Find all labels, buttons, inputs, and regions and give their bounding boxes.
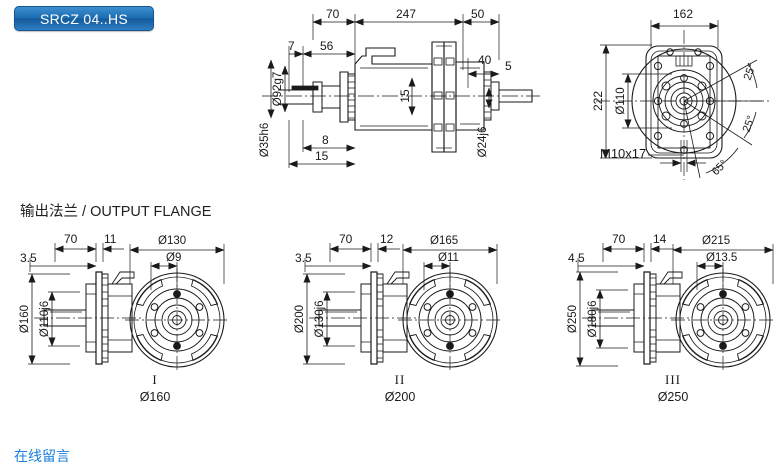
dim-thread-m10x17: M10x17 [600,146,646,161]
f3-hole-13-5: Ø13.5 [706,252,737,264]
f2-bolt-circle-165: Ø165 [430,235,458,247]
flange-caption-2: II Ø200 [340,371,460,405]
front-elevation-view: 162 222 Ø110 [591,7,772,180]
f1-dim-3-5: 3.5 [20,251,37,265]
f3-spigot-180j6: Ø180j6 [587,300,599,337]
dim-bot-8: 8 [322,133,329,147]
f2-hole-11: Ø11 [438,252,459,264]
main-side-elevation: 70 247 50 7 56 40 5 [259,7,540,168]
flange-caption-3: III Ø250 [613,371,733,405]
dim-shaft-35h6: Ø35h6 [259,123,271,158]
flange-dia-2: Ø200 [384,389,416,404]
page-title-badge: SRCZ 04..HS [14,6,154,31]
dim-front-162: 162 [673,7,693,21]
f1-spigot-110j6: Ø110j6 [39,301,51,337]
flange-roman-1: I [152,372,158,387]
dim-shaft-24j6: Ø24j6 [477,127,489,158]
f2-dim-70: 70 [339,232,353,246]
flange-variant-1: 70 11 3.5 Ø160 Ø110j6 [19,232,230,373]
dim-40: 40 [478,53,492,67]
angle-65: 65° [710,158,730,178]
angle-25-b: 25° [741,114,758,134]
flange-roman-3: III [665,372,681,387]
dim-top-247: 247 [396,7,416,21]
dim-7: 7 [288,39,295,53]
f2-dim-3-5: 3.5 [295,251,312,265]
f1-dim-70: 70 [64,232,78,246]
dim-top-70: 70 [326,7,340,21]
dim-top-50: 50 [471,7,485,21]
f1-hole-9: Ø9 [166,252,181,264]
dim-5: 5 [505,59,512,73]
f3-od-250: Ø250 [567,305,579,333]
f1-dim-11: 11 [104,232,117,246]
dim-bot-15: 15 [315,149,329,163]
dim-inner-15: 15 [398,89,412,103]
dim-bore-92g7: Ø92g7 [272,72,284,107]
f2-dim-12: 12 [380,232,394,246]
f1-od-160: Ø160 [19,305,31,333]
f3-dim-70: 70 [612,232,626,246]
flange-caption-1: I Ø160 [95,371,215,405]
f3-dim-4-5: 4.5 [568,251,585,265]
flange-roman-2: II [394,372,406,387]
f1-bolt-circle-130: Ø130 [158,235,186,247]
flange-dia-1: Ø160 [139,389,171,404]
flange-dia-3: Ø250 [657,389,689,404]
angle-25-a: 25° [742,62,759,82]
online-message-link[interactable]: 在线留言 [14,448,70,464]
f2-spigot-130j6: Ø130j6 [314,300,326,337]
dim-56: 56 [320,39,334,53]
f3-bolt-circle-215: Ø215 [702,235,730,247]
output-flange-heading: 输出法兰 / OUTPUT FLANGE [20,204,212,220]
f3-dim-14: 14 [653,232,667,246]
f2-od-200: Ø200 [294,305,306,333]
flange-variant-3: 70 14 4.5 Ø250 Ø180j6 [567,232,776,373]
flange-variant-2: 70 12 3.5 Ø200 Ø130j6 [294,232,503,373]
